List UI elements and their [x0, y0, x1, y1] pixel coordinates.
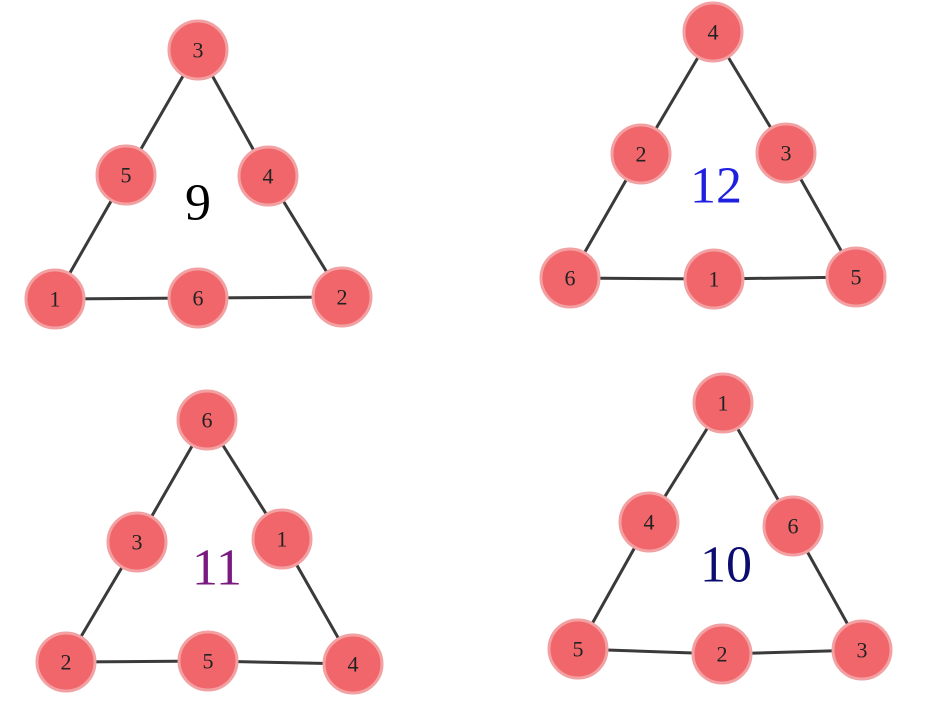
node-circle — [167, 19, 229, 81]
node-number: 6 — [193, 286, 204, 311]
node-circle — [167, 267, 229, 329]
node-circle — [35, 631, 97, 693]
side-sum-label: 12 — [690, 158, 742, 215]
node-left-mid: 4 — [618, 491, 680, 553]
side-sum-label: 11 — [192, 540, 242, 597]
triangle-bottom-left: 6 3 1 2 5 4 11 — [35, 389, 384, 695]
node-bottom-left: 2 — [35, 631, 97, 693]
node-number: 6 — [565, 266, 576, 291]
node-number: 6 — [202, 408, 213, 433]
node-top: 4 — [682, 1, 744, 63]
node-circle — [692, 372, 754, 434]
node-number: 5 — [851, 265, 862, 290]
node-right-mid: 1 — [251, 508, 313, 570]
node-bottom-left: 1 — [24, 268, 86, 330]
side-sum-label: 10 — [700, 537, 752, 594]
node-circle — [755, 122, 817, 184]
node-number: 4 — [263, 164, 274, 189]
node-circle — [539, 247, 601, 309]
node-circle — [762, 495, 824, 557]
node-number: 3 — [132, 530, 143, 555]
triangle-bottom-right: 1 4 6 5 2 3 10 — [547, 372, 893, 685]
node-left-mid: 2 — [610, 123, 672, 185]
node-circle — [618, 491, 680, 553]
node-left-mid: 3 — [106, 511, 168, 573]
node-number: 5 — [573, 637, 584, 662]
node-circle — [683, 248, 745, 310]
node-number: 6 — [788, 514, 799, 539]
node-top: 3 — [167, 19, 229, 81]
node-bottom-mid: 6 — [167, 267, 229, 329]
node-circle — [322, 633, 384, 695]
node-number: 2 — [61, 650, 72, 675]
node-number: 3 — [781, 141, 792, 166]
node-circle — [610, 123, 672, 185]
node-bottom-mid: 2 — [691, 623, 753, 685]
triangle-top-right: 4 2 3 6 1 5 12 — [539, 1, 887, 310]
node-circle — [311, 266, 373, 328]
node-right-mid: 6 — [762, 495, 824, 557]
node-circle — [825, 246, 887, 308]
node-number: 3 — [857, 638, 868, 663]
node-bottom-mid: 1 — [683, 248, 745, 310]
node-circle — [176, 389, 238, 451]
node-top: 6 — [176, 389, 238, 451]
node-number: 1 — [709, 267, 720, 292]
node-number: 4 — [644, 510, 655, 535]
node-circle — [547, 618, 609, 680]
node-bottom-right: 3 — [831, 619, 893, 681]
node-circle — [95, 144, 157, 206]
node-number: 3 — [193, 38, 204, 63]
node-bottom-left: 6 — [539, 247, 601, 309]
node-right-mid: 3 — [755, 122, 817, 184]
node-circle — [682, 1, 744, 63]
node-top: 1 — [692, 372, 754, 434]
node-number: 1 — [50, 287, 61, 312]
node-bottom-mid: 5 — [177, 630, 239, 692]
node-bottom-right: 4 — [322, 633, 384, 695]
node-circle — [106, 511, 168, 573]
node-number: 2 — [337, 285, 348, 310]
node-circle — [177, 630, 239, 692]
node-number: 5 — [203, 649, 214, 674]
node-circle — [237, 145, 299, 207]
node-number: 1 — [277, 527, 288, 552]
node-circle — [831, 619, 893, 681]
node-circle — [24, 268, 86, 330]
node-bottom-left: 5 — [547, 618, 609, 680]
node-number: 4 — [348, 652, 359, 677]
node-number: 4 — [708, 20, 719, 45]
node-circle — [251, 508, 313, 570]
node-bottom-right: 5 — [825, 246, 887, 308]
node-number: 1 — [718, 391, 729, 416]
node-right-mid: 4 — [237, 145, 299, 207]
node-number: 5 — [121, 163, 132, 188]
side-sum-label: 9 — [185, 175, 211, 232]
triangle-top-left: 3 5 4 1 6 2 9 — [24, 19, 373, 330]
node-number: 2 — [717, 642, 728, 667]
node-left-mid: 5 — [95, 144, 157, 206]
node-number: 2 — [636, 142, 647, 167]
node-circle — [691, 623, 753, 685]
node-bottom-right: 2 — [311, 266, 373, 328]
